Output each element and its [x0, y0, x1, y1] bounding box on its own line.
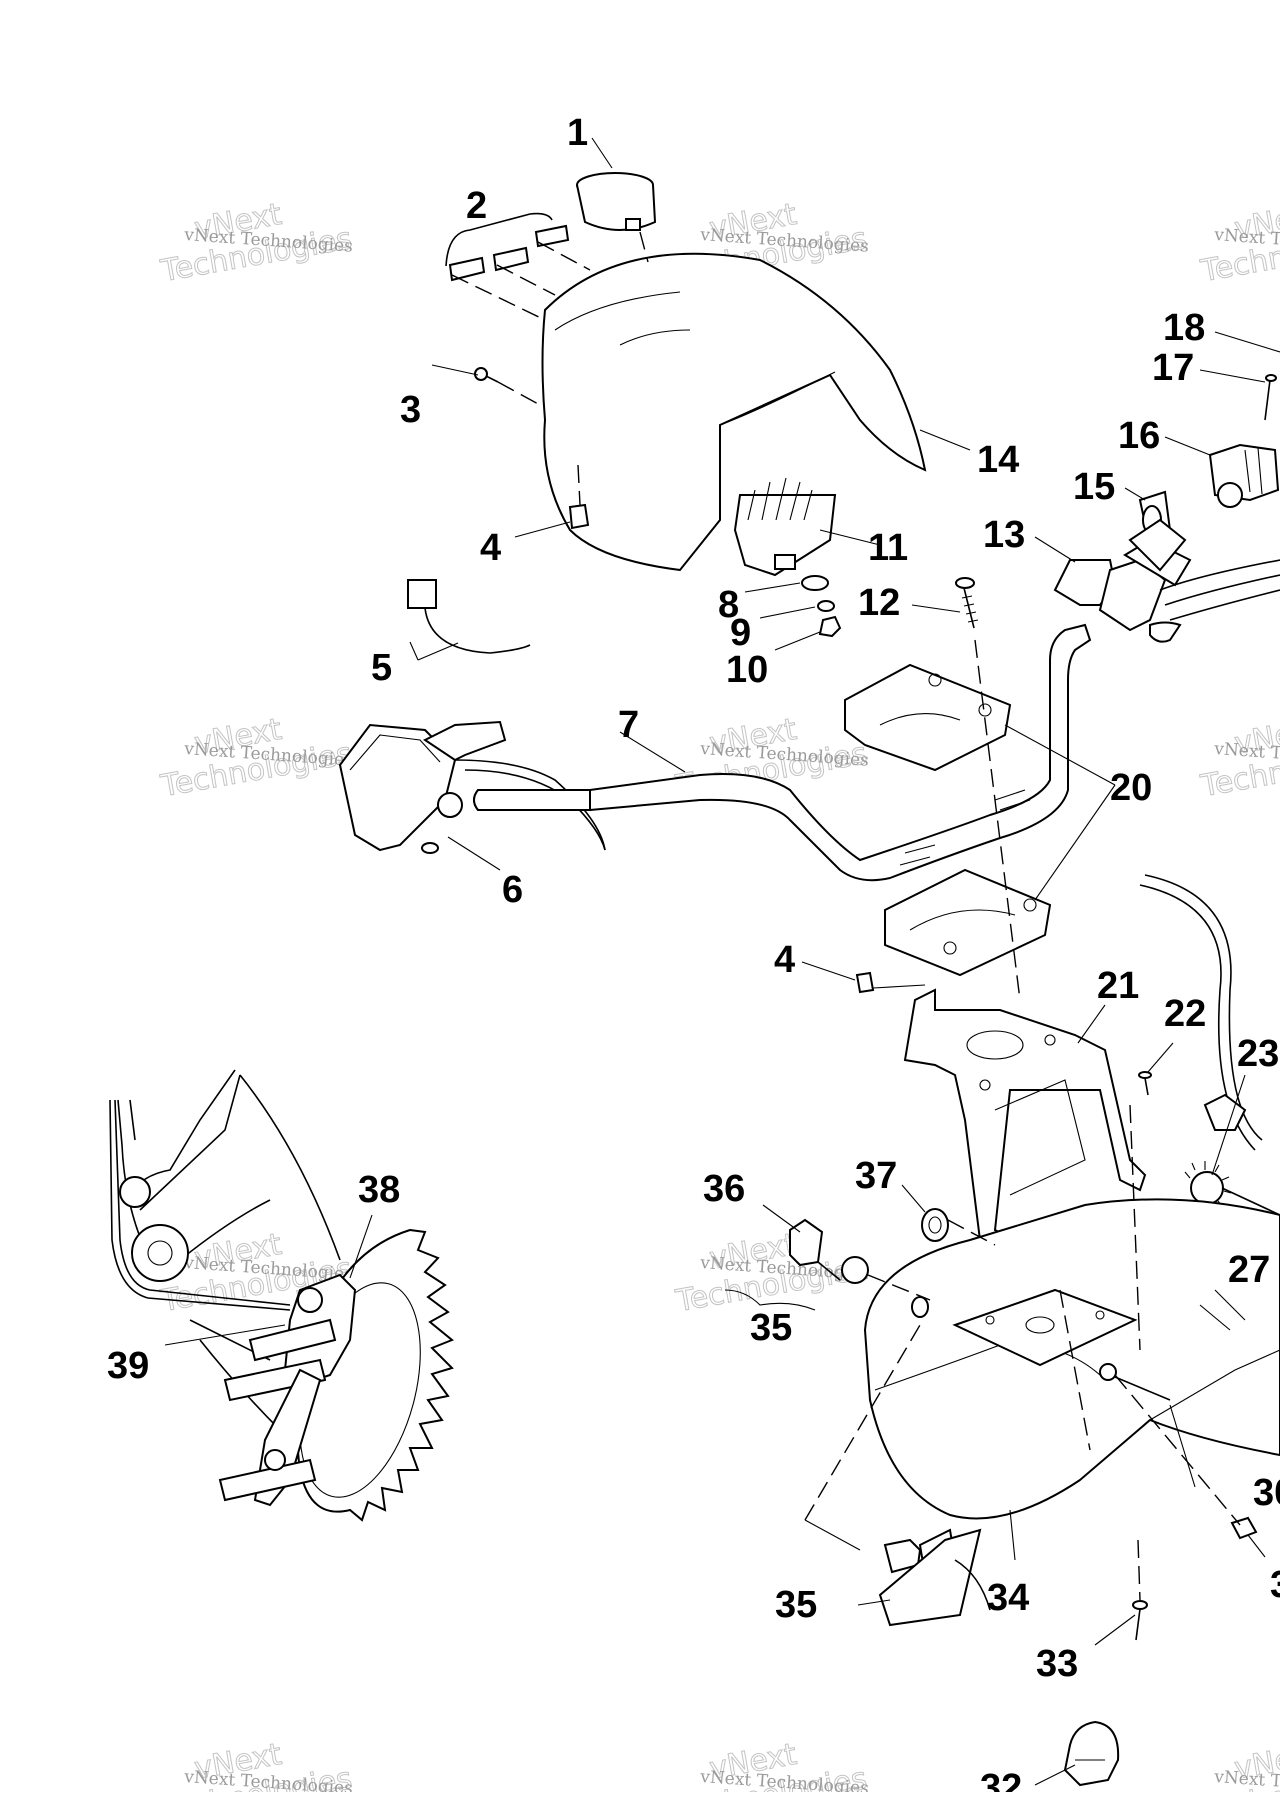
part-clip-4b	[855, 971, 926, 994]
part-screw-22	[1138, 1071, 1152, 1096]
callout-23: 23	[1237, 1033, 1279, 1075]
svg-text:vNext Technologies: vNext Technologies	[1213, 1767, 1280, 1792]
part-connector	[407, 579, 531, 654]
part-fender	[863, 1198, 1280, 1520]
callout-9: 9	[730, 612, 751, 654]
part-left-grip	[473, 789, 591, 811]
callout-22: 22	[1164, 993, 1206, 1035]
callout-13: 13	[983, 514, 1025, 556]
leader-lines	[164, 137, 1280, 1786]
part-screw-12	[955, 577, 979, 629]
part-handlebar-clamp-lower	[884, 868, 1052, 977]
part-handlebar-clamp-upper	[844, 663, 1012, 772]
callout-6: 6	[502, 869, 523, 911]
part-switch-35b	[878, 1528, 991, 1627]
callout-27: 27	[1228, 1249, 1270, 1291]
callout-30: 30	[1253, 1472, 1280, 1514]
callout-20: 20	[1110, 767, 1152, 809]
callout-21: 21	[1097, 965, 1139, 1007]
part-mount-bracket	[903, 988, 1147, 1267]
callout-39: 39	[107, 1345, 149, 1387]
part-gauge	[576, 172, 657, 231]
part-handlebar	[473, 623, 1092, 882]
part-spark-plug-boot	[733, 477, 837, 577]
part-screw-33	[1132, 1600, 1148, 1641]
callout-10: 10	[726, 649, 768, 691]
callout-3: 3	[400, 389, 421, 431]
part-brake-caliper	[109, 1099, 357, 1507]
part-washers	[801, 575, 842, 638]
callout-35a: 35	[750, 1307, 792, 1349]
callout-15: 15	[1073, 466, 1115, 508]
callout-8: 8	[718, 584, 739, 626]
callout-5: 5	[371, 647, 392, 689]
callout-4b: 4	[774, 939, 795, 981]
part-clip	[568, 503, 590, 530]
callout-18: 18	[1163, 307, 1205, 349]
part-headlight-pod	[541, 252, 927, 572]
callout-1: 1	[567, 112, 588, 154]
callout-32: 32	[980, 1767, 1022, 1792]
part-frame-tubes	[117, 1069, 341, 1431]
part-brake-master-cylinder	[338, 720, 606, 854]
callout-33: 33	[1036, 1643, 1078, 1685]
part-grommet-37	[921, 1208, 949, 1242]
part-switch-36	[789, 1218, 869, 1284]
callout-34: 34	[987, 1577, 1029, 1619]
callout-11: 11	[868, 527, 908, 569]
part-clamp-32	[1063, 1720, 1120, 1787]
callout-2: 2	[466, 185, 487, 227]
callout-37: 37	[855, 1155, 897, 1197]
part-clip-31	[1230, 1516, 1258, 1540]
part-screw-17	[1264, 374, 1277, 421]
callout-14: 14	[977, 439, 1019, 481]
part-bolt-30	[1099, 1363, 1171, 1401]
part-switch-housing	[1208, 443, 1280, 508]
part-small-bolt	[474, 367, 499, 383]
callout-36: 36	[703, 1168, 745, 1210]
callout-31: 3	[1270, 1564, 1280, 1606]
callout-16: 16	[1118, 415, 1160, 457]
part-grip-right	[1128, 518, 1187, 572]
assembly-lines	[451, 231, 1241, 1601]
callout-35b: 35	[775, 1584, 817, 1626]
callout-4: 4	[480, 527, 501, 569]
callout-7: 7	[618, 704, 639, 746]
callout-38: 38	[358, 1169, 400, 1211]
callout-17: 17	[1152, 347, 1194, 389]
part-indicator-lights	[445, 212, 570, 282]
callout-12: 12	[858, 582, 900, 624]
callout-labels: 1 2 3 4 5 6 7 8 9 10 11 12 13 14 15 16 1…	[107, 112, 1280, 1797]
